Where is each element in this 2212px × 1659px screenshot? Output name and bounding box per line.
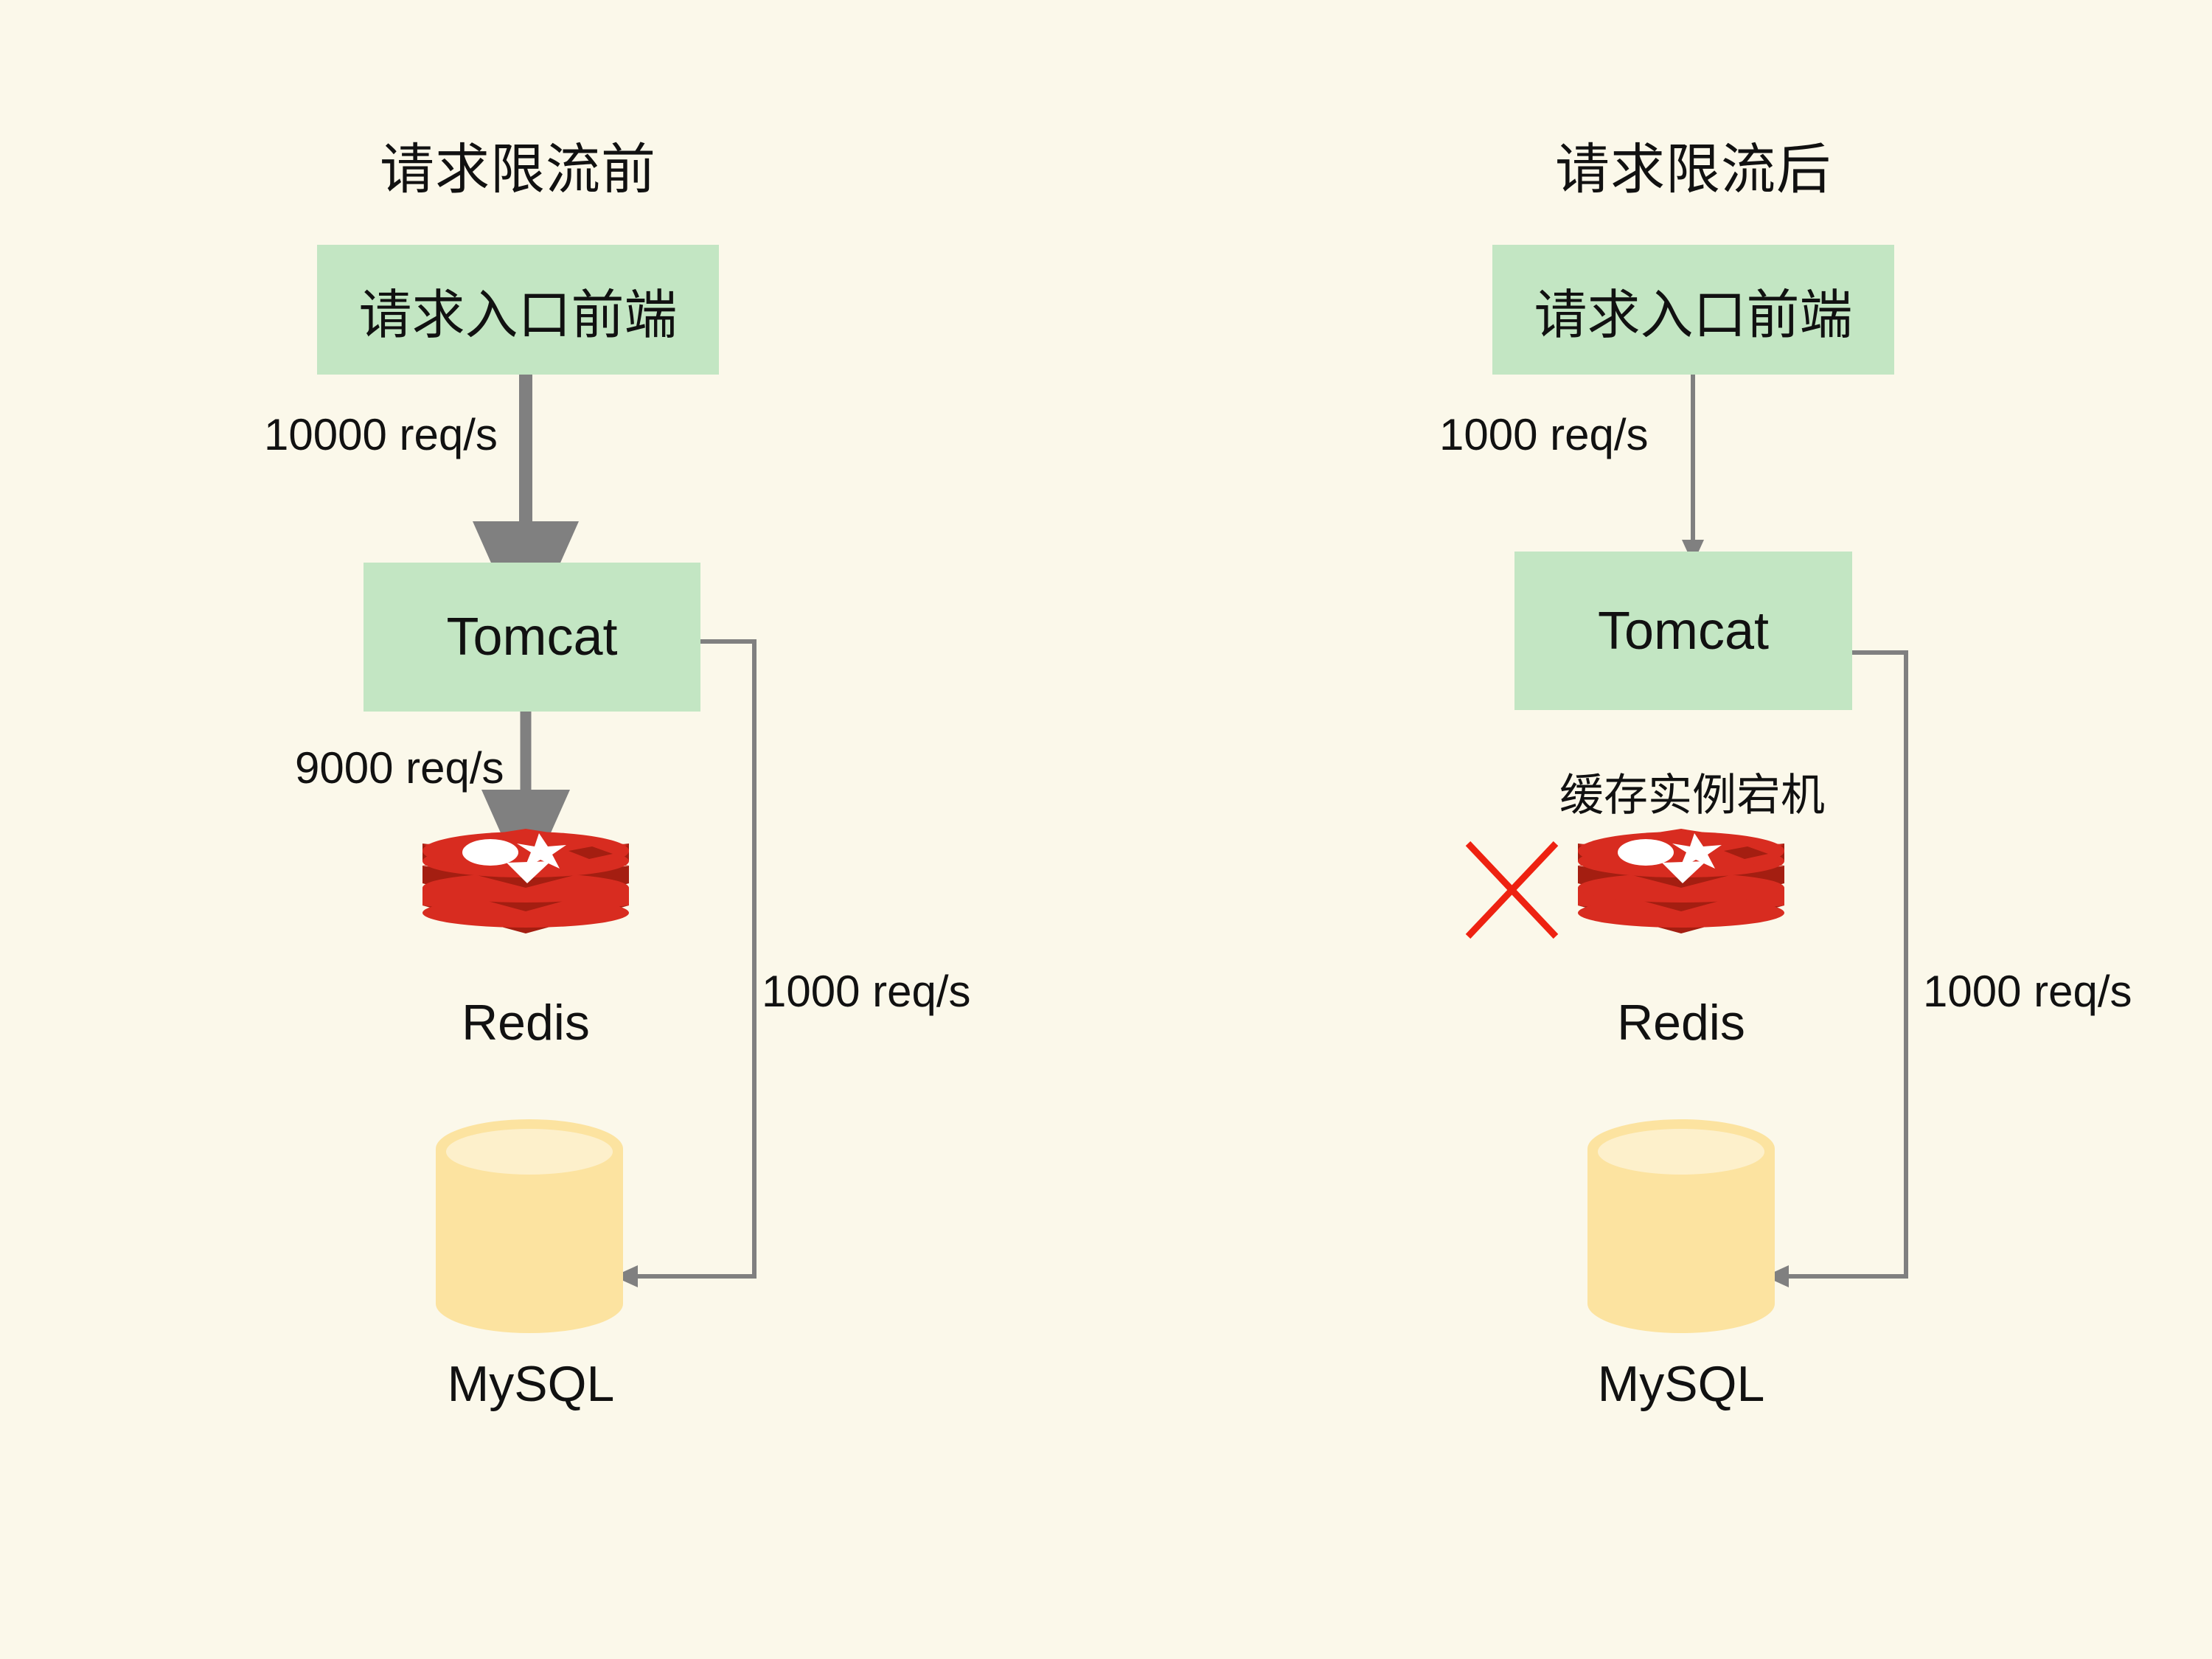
edge-label-tomcat-to-redis-before: 9000 req/s: [295, 743, 504, 793]
node-mysql-caption-before: MySQL: [447, 1356, 615, 1412]
node-tomcat-after[interactable]: Tomcat: [1514, 552, 1852, 710]
cache-down-note-after: 缓存实例宕机: [1559, 771, 1825, 820]
node-redis-caption-after: Redis: [1617, 995, 1745, 1051]
node-tomcat-before[interactable]: Tomcat: [364, 563, 700, 712]
node-frontend-after[interactable]: 请求入口前端: [1492, 245, 1894, 375]
node-tomcat-before-label: Tomcat: [446, 608, 618, 667]
node-tomcat-after-label: Tomcat: [1597, 601, 1770, 661]
node-redis-caption-before: Redis: [462, 995, 590, 1051]
node-mysql-caption-after: MySQL: [1597, 1356, 1765, 1412]
redis-logo-icon-before: [422, 829, 629, 933]
edge-label-frontend-to-tomcat-before: 10000 req/s: [264, 410, 498, 459]
mysql-cylinder-icon-before: [436, 1119, 623, 1333]
mysql-cylinder-icon-after: [1587, 1119, 1775, 1333]
edge-label-tomcat-to-mysql-after: 1000 req/s: [1923, 967, 2132, 1016]
edge-tomcat-to-mysql-left: [613, 639, 757, 1287]
redis-logo-icon-after: [1578, 829, 1784, 933]
node-frontend-after-label: 请求入口前端: [1534, 285, 1853, 345]
cache-down-cross-icon: [1465, 841, 1559, 939]
edge-label-tomcat-to-mysql-before: 1000 req/s: [762, 967, 971, 1016]
edge-label-frontend-to-tomcat-after: 1000 req/s: [1439, 410, 1649, 459]
node-frontend-before[interactable]: 请求入口前端: [317, 245, 719, 375]
panel-title-after: 请求限流后: [1555, 139, 1832, 200]
edge-tomcat-to-mysql-right: [1764, 650, 1908, 1287]
panel-title-before: 请求限流前: [380, 139, 656, 200]
node-frontend-before-label: 请求入口前端: [358, 285, 678, 345]
